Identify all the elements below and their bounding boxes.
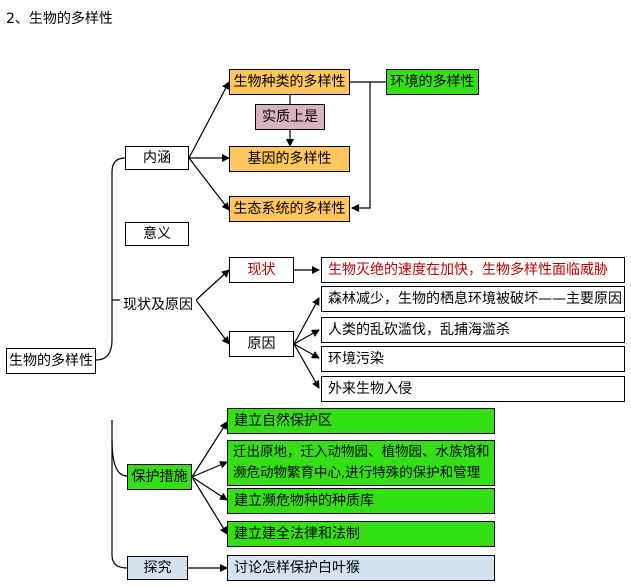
yuanyin-item-3: 环境污染	[321, 346, 625, 372]
node-yiyi: 意义	[125, 222, 189, 246]
node-huanjing: 环境的多样性	[386, 69, 479, 95]
root-brace	[95, 157, 126, 361]
baohu-item-3: 建立濒危物种的种质库	[227, 488, 495, 514]
section-title: 2、生物的多样性	[6, 11, 113, 27]
yuanyin-item-1: 森林减少，生物的栖息环境被破坏——主要原因	[321, 286, 625, 312]
node-xianzhuang-detail-label: 生物灭绝的速度在加快，生物多样性面临威胁	[328, 262, 608, 278]
node-xianzhuang-detail: 生物灭绝的速度在加快，生物多样性面临威胁	[321, 257, 625, 283]
baohu-item-2: 迁出原地，迁入动物园、植物园、水族馆和濒危动物繁育中心,进行特殊的保护和管理	[227, 440, 495, 486]
node-xianzhuang: 现状	[229, 257, 294, 283]
root-node: 生物的多样性	[6, 348, 96, 374]
arrow-to-wuzhong	[188, 81, 230, 159]
yuanyin-item-4: 外来生物入侵	[321, 376, 625, 402]
arrow-to-xianzhuang	[195, 269, 230, 301]
arrow-to-yuanyin	[195, 299, 230, 345]
yuanyin-item-2: 人类的乱砍滥伐，乱捕海滥杀	[321, 317, 625, 343]
node-neihan: 内涵	[125, 146, 189, 170]
node-shizhi: 实质上是	[255, 104, 325, 130]
node-xianzhuang-yuanyin: 现状及原因	[120, 292, 196, 318]
node-xianzhuang-label: 现状	[247, 262, 276, 278]
node-wuzhong: 生物种类的多样性	[229, 69, 350, 95]
node-baohu: 保护措施	[127, 464, 192, 490]
node-shengtai: 生态系统的多样性	[229, 196, 350, 222]
node-tanjiu: 探究	[127, 556, 188, 580]
baohu-item-1: 建立自然保护区	[227, 408, 495, 434]
node-yuanyin: 原因	[229, 331, 294, 357]
tanjiu-item: 讨论怎样保护白叶猴	[227, 555, 495, 581]
baohu-item-4: 建立建全法律和法制	[227, 521, 495, 547]
node-jiyin: 基因的多样性	[229, 146, 350, 172]
arrow-to-shengtai	[188, 157, 230, 211]
